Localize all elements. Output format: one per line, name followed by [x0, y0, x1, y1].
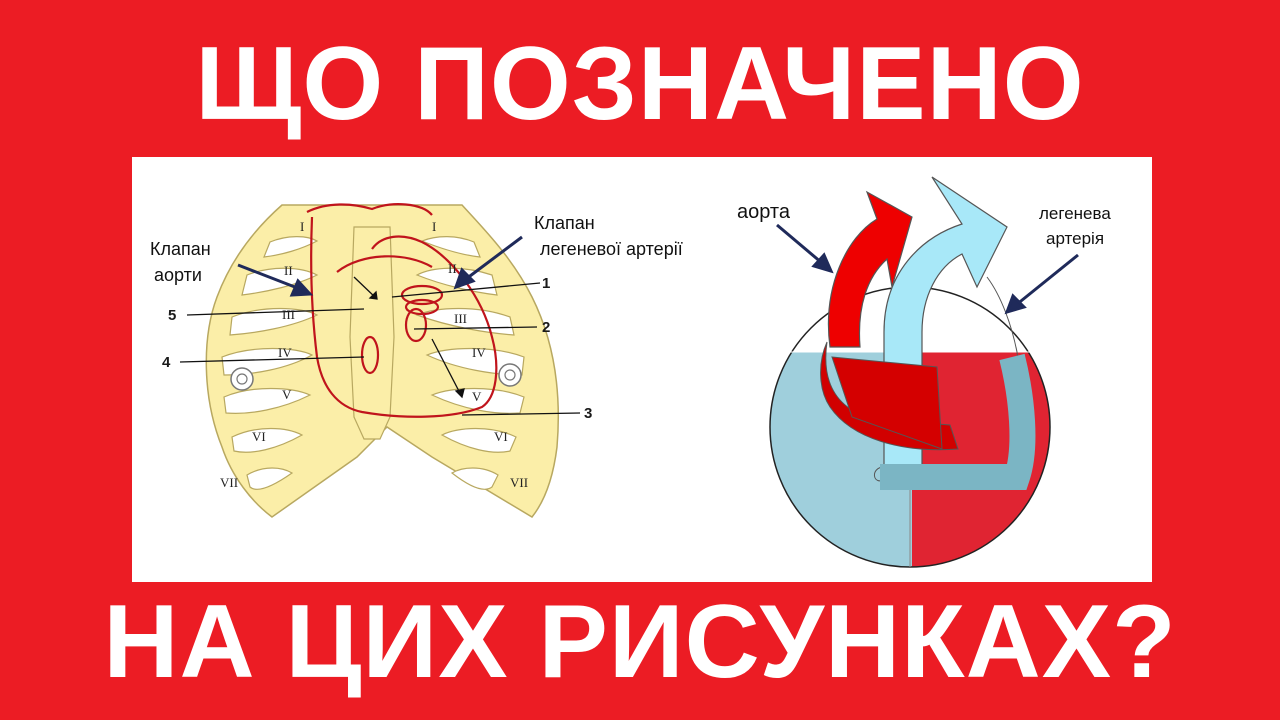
rib-right-1: I	[432, 219, 436, 234]
pointer-arrow-pulmonary-artery	[1004, 253, 1079, 315]
rib-left-7: VII	[220, 475, 238, 490]
rib-right-4: IV	[472, 345, 486, 360]
rib-numerals-left: I II III IV V VI VII	[220, 219, 304, 490]
marker-1: 1	[542, 275, 550, 292]
label-pulmonary-line1: легенева	[1039, 204, 1111, 223]
label-pulmonary-valve-line2: легеневої артерії	[540, 239, 683, 259]
marker-leaders	[179, 282, 581, 416]
pointer-arrow-aortic	[237, 263, 314, 297]
rib-left-1: I	[300, 219, 304, 234]
marker-4: 4	[162, 354, 171, 371]
nipple-right	[498, 363, 522, 387]
heart-scheme: аорта легенева артерія	[737, 176, 1111, 568]
label-aortic-valve-line1: Клапан	[150, 239, 211, 259]
aorta-band	[831, 356, 943, 450]
rib-right-5: V	[472, 389, 482, 404]
marker-5: 5	[168, 307, 176, 324]
sternum	[349, 226, 395, 440]
rib-right-3: III	[454, 311, 467, 326]
rib-right-7: VII	[510, 475, 528, 490]
pulmonary-band	[880, 353, 1036, 490]
illustration-panel: 1 2 3 4 5 I II III IV V VI VII I II III …	[132, 157, 1152, 582]
label-pulmonary-valve-line1: Клапан	[534, 213, 595, 233]
chest-diagram: 1 2 3 4 5 I II III IV V VI VII I II III …	[150, 203, 683, 518]
aorta-lower	[820, 341, 959, 451]
pointer-arrow-aorta	[776, 223, 834, 274]
flow-arrows	[353, 276, 465, 399]
nipple-left	[230, 367, 254, 391]
rib-numerals-right: I II III IV V VI VII	[432, 219, 528, 490]
rib-left-2: II	[284, 263, 293, 278]
label-aortic-valve-line2: аорти	[154, 265, 202, 285]
rib-left-6: VI	[252, 429, 266, 444]
aorta-arrow	[827, 190, 913, 348]
headline-top: ЩО ПОЗНАЧЕНО	[195, 26, 1085, 142]
marker-3: 3	[584, 405, 592, 422]
headline-bottom: НА ЦИХ РИСУНКАХ?	[103, 584, 1177, 700]
rib-left-4: IV	[278, 345, 292, 360]
rib-right-6: VI	[494, 429, 508, 444]
label-aorta: аорта	[737, 201, 791, 223]
rib-left-5: V	[282, 387, 292, 402]
marker-2: 2	[542, 319, 550, 336]
label-pulmonary-line2: артерія	[1046, 229, 1104, 248]
rib-left-3: III	[282, 307, 295, 322]
heart-projection	[306, 203, 498, 418]
pointer-arrow-pulmonary	[453, 235, 523, 290]
rib-right-2: II	[448, 261, 457, 276]
